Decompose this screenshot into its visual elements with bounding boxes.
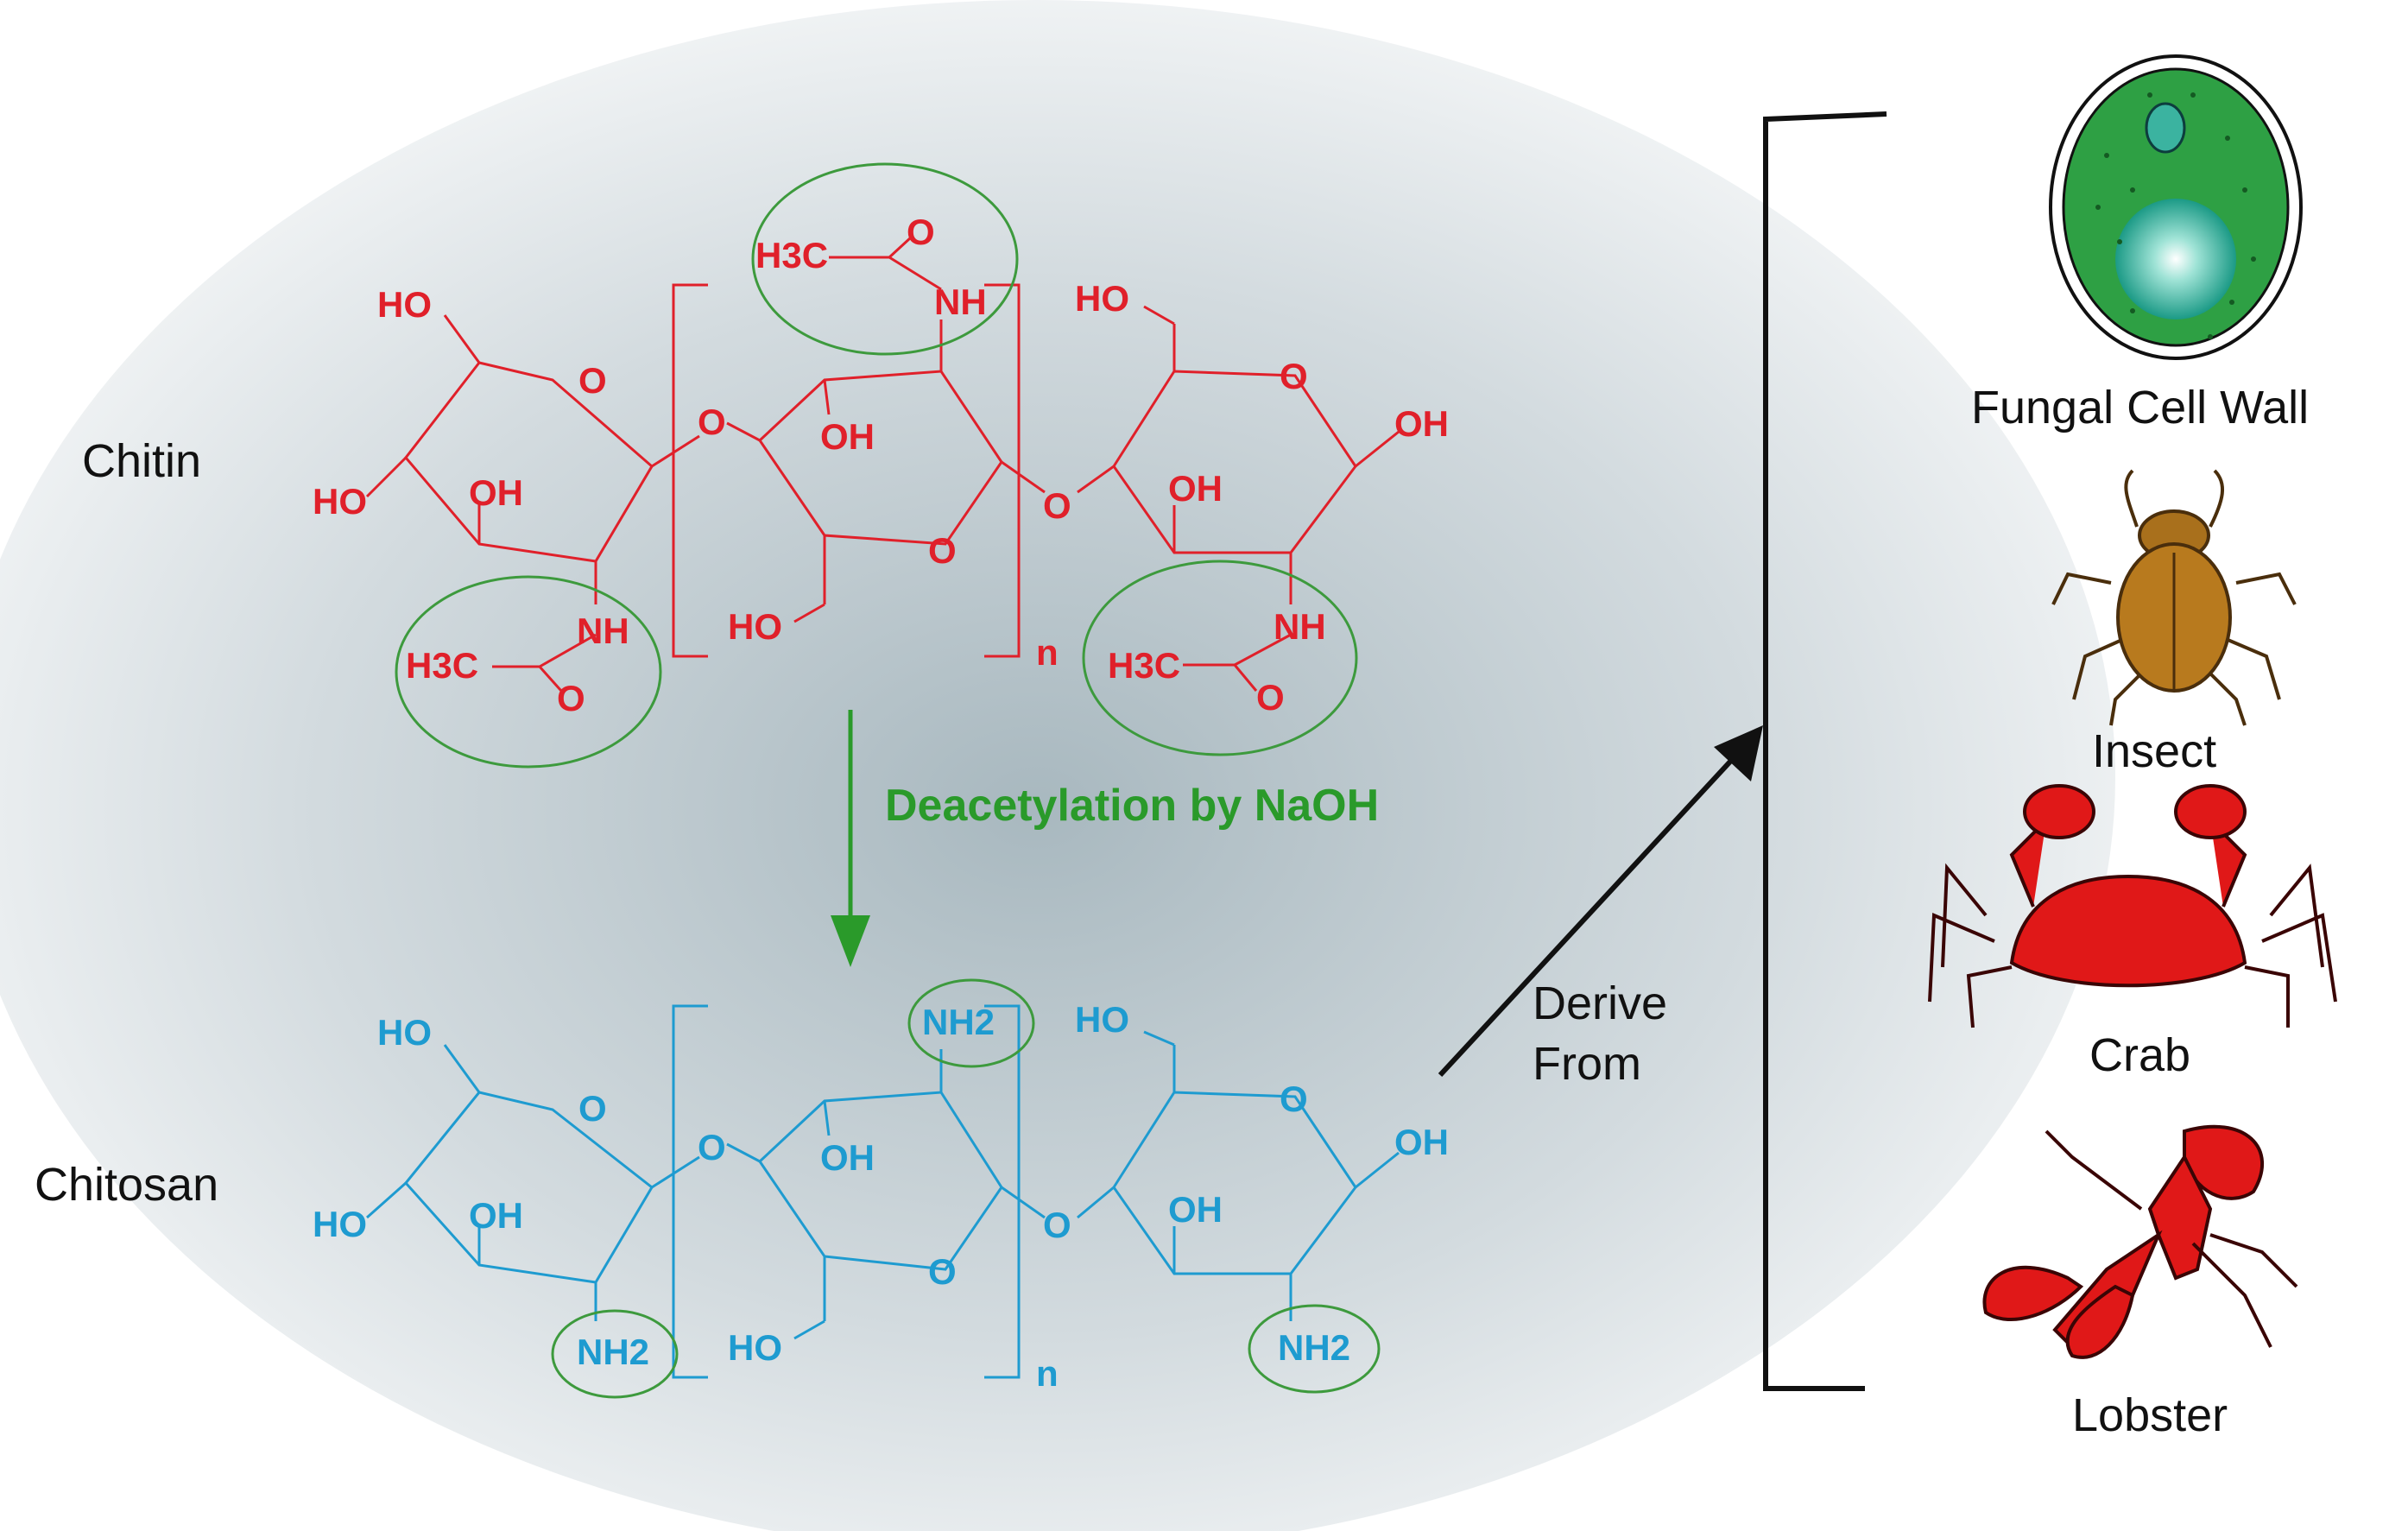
crab-icon	[1928, 784, 2337, 1028]
derive-label-line2: From	[1533, 1038, 1641, 1090]
chitin-h3c-3: H3C	[1108, 645, 1180, 686]
chitosan-ring-o-2: O	[928, 1251, 957, 1292]
chitin-ho-4: HO	[1075, 278, 1129, 319]
chitin-oh-4: OH	[1168, 468, 1223, 509]
source-label-fungal-cell-wall: Fungal Cell Wall	[1971, 382, 2309, 433]
chitin-structure	[365, 236, 1400, 692]
chitin-bridge-o-1: O	[698, 402, 726, 442]
fungal-cell-icon	[2049, 54, 2303, 360]
chitin-carbonyl-o-1: O	[557, 678, 585, 718]
chitosan-label: Chitosan	[35, 1159, 218, 1211]
acetyl-highlight-1	[395, 575, 662, 769]
source-label-crab: Crab	[2089, 1029, 2190, 1081]
chitin-atoms: HO O HO OH NH H3C O O H3C O NH OH O HO n…	[313, 212, 1449, 718]
beetle-icon	[2051, 469, 2297, 726]
chitin-nh-3: NH	[1274, 606, 1326, 647]
chitosan-nh2-1: NH2	[577, 1332, 649, 1372]
background-glow	[0, 0, 2115, 1531]
amine-highlight-2	[907, 978, 1035, 1068]
chitin-ring-o-1: O	[578, 360, 607, 401]
chitosan-ring-o-3: O	[1280, 1079, 1308, 1119]
chitosan-ring-o-1: O	[578, 1088, 607, 1129]
chitosan-oh-2: OH	[820, 1137, 875, 1178]
chitin-ho-3: HO	[728, 606, 782, 647]
reaction-label: Deacetylation by NaOH	[885, 781, 1379, 831]
chitin-oh-3: OH	[1394, 403, 1449, 444]
chitin-oh-1: OH	[469, 472, 523, 513]
chitin-oh-2: OH	[820, 416, 875, 457]
chitin-n: n	[1036, 632, 1059, 673]
chitosan-ho-3: HO	[728, 1327, 782, 1368]
acetyl-highlight-2	[751, 162, 1019, 356]
chitosan-ho-2: HO	[313, 1204, 367, 1244]
sources-bracket	[1763, 111, 1887, 1391]
amine-highlight-3	[1248, 1304, 1381, 1394]
chitin-bridge-o-2: O	[1043, 485, 1071, 526]
derive-label-line1: Derive	[1533, 977, 1667, 1029]
lobster-icon	[1982, 1124, 2298, 1359]
chitosan-atoms: HO O HO OH NH2 O NH2 OH O HO n O HO O OH…	[313, 999, 1449, 1394]
chitosan-structure	[366, 1004, 1400, 1379]
chitin-ring-o-2: O	[928, 530, 957, 571]
chitosan-n: n	[1036, 1353, 1059, 1394]
chitin-nh-2: NH	[934, 282, 987, 322]
chitosan-oh-1: OH	[469, 1195, 523, 1236]
amine-highlight-1	[551, 1309, 679, 1399]
chitin-h3c-2: H3C	[755, 235, 828, 275]
chitosan-nh2-2: NH2	[922, 1002, 995, 1042]
chitosan-bridge-o-2: O	[1043, 1205, 1071, 1245]
chitin-label: Chitin	[82, 435, 201, 487]
chitosan-ho-1: HO	[377, 1012, 432, 1053]
chitin-ho-1: HO	[377, 284, 432, 325]
chitin-ring-o-3: O	[1280, 356, 1308, 396]
source-label-insect: Insect	[2092, 725, 2216, 777]
acetyl-highlights	[395, 162, 1358, 769]
chitin-ho-2: HO	[313, 481, 367, 522]
chitosan-oh-3: OH	[1394, 1122, 1449, 1162]
source-label-lobster: Lobster	[2072, 1389, 2228, 1441]
chitosan-ho-4: HO	[1075, 999, 1129, 1040]
chitosan-nh2-3: NH2	[1278, 1327, 1350, 1368]
beetle-body	[2116, 509, 2232, 693]
chitosan-oh-4: OH	[1168, 1189, 1223, 1230]
chitin-nh-1: NH	[577, 611, 629, 651]
derive-arrow	[1438, 725, 1763, 1078]
chitin-carbonyl-o-3: O	[1256, 677, 1285, 718]
chitin-h3c-1: H3C	[406, 645, 478, 686]
chitin-carbonyl-o-2: O	[907, 212, 935, 252]
acetyl-highlight-3	[1082, 560, 1358, 756]
reaction-arrow	[831, 710, 870, 967]
amine-highlights	[551, 978, 1381, 1399]
chitosan-bridge-o-1: O	[698, 1127, 726, 1167]
